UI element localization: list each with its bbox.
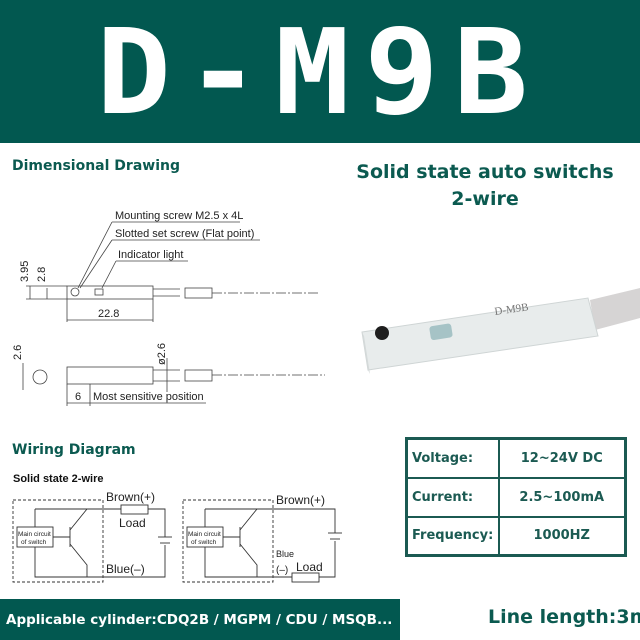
spec-row-voltage: Voltage: 12~24V DC [405,437,627,479]
dimensional-drawing-heading: Dimensional Drawing [12,158,180,174]
dimensional-drawing: Mounting screw M2.5 x 4L Slotted set scr… [12,210,325,406]
spec-key: Frequency: [405,515,500,557]
product-model-title: D-M9B [96,2,544,141]
left-blue-label: Blue(–) [106,562,145,576]
applicable-cylinder-text: Applicable cylinder:CDQ2B / MGPM / CDU /… [6,611,393,628]
wiring-diagram: Solid state 2-wire Brown(+) Load Blue(–)… [12,473,342,583]
left-circuit-label-2: of switch [21,539,47,546]
dim-2-8: 2.8 [36,267,48,282]
spec-row-current: Current: 2.5~100mA [405,476,627,518]
spec-table: Voltage: 12~24V DC Current: 2.5~100mA Fr… [405,437,627,557]
spec-key: Voltage: [405,437,500,479]
set-screw-label: Slotted set screw (Flat point) [115,228,254,240]
right-blue-label-2: (–) [276,565,288,576]
mounting-screw-label: Mounting screw M2.5 x 4L [115,210,243,222]
product-subtitle: Solid state auto switchs [356,161,614,183]
right-blue-label-1: Blue [276,549,294,559]
right-load-label: Load [296,560,323,574]
dim-6: 6 [75,391,81,403]
spec-key: Current: [405,476,500,518]
product-wire-type: 2-wire [451,188,519,210]
spec-value: 12~24V DC [497,437,627,479]
spec-value: 1000HZ [497,515,627,557]
dim-3-95: 3.95 [19,261,31,282]
most-sensitive-label: Most sensitive position [93,391,204,403]
line-length: Line length:3m [488,606,640,628]
right-circuit-label-1: Main circuit [188,531,221,538]
wiring-subheading: Solid state 2-wire [13,473,103,485]
dim-phi-2-6: ø2.6 [156,343,168,365]
product-image: D-M9B [361,288,640,374]
indicator-light-label: Indicator light [118,249,183,261]
left-circuit-label-1: Main circuit [18,531,51,538]
spec-row-frequency: Frequency: 1000HZ [405,515,627,557]
applicable-cylinder-bar: Applicable cylinder:CDQ2B / MGPM / CDU /… [0,599,400,640]
wiring-diagram-heading: Wiring Diagram [12,442,136,458]
title-banner: D-M9B [0,0,640,143]
product-marking: D-M9B [494,301,530,318]
left-brown-label: Brown(+) [106,490,155,504]
dim-22-8: 22.8 [98,308,119,320]
right-brown-label: Brown(+) [276,493,325,507]
left-load-label: Load [119,516,146,530]
dim-2-6: 2.6 [12,345,24,360]
right-circuit-label-2: of switch [191,539,217,546]
spec-value: 2.5~100mA [497,476,627,518]
